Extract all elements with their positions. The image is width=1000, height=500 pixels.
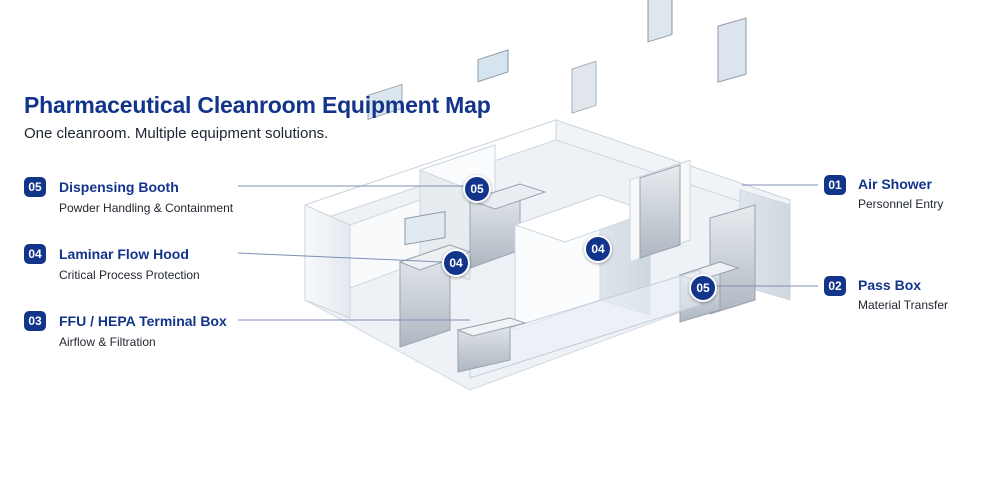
- air-shower-right-door: [717, 17, 747, 83]
- callout-number-badge: 02: [824, 276, 846, 296]
- callout-sublabel: Powder Handling & Containment: [59, 201, 234, 215]
- callout-label: Laminar Flow Hood: [59, 246, 189, 262]
- callout-ffu-hepa[interactable]: 03 FFU / HEPA Terminal Box Airflow & Fil…: [24, 310, 244, 352]
- marker-dispensing-booth[interactable]: 05: [463, 175, 491, 203]
- callout-dispensing-booth[interactable]: 05 Dispensing Booth Powder Handling & Co…: [24, 176, 244, 218]
- left-wall: [304, 204, 351, 319]
- marker-laminar-hood-left[interactable]: 04: [442, 249, 470, 277]
- callout-label: FFU / HEPA Terminal Box: [59, 313, 227, 329]
- callout-label: Pass Box: [858, 277, 922, 293]
- callout-sublabel: Critical Process Protection: [59, 268, 200, 282]
- callout-sublabel: Material Transfer: [858, 298, 949, 312]
- air-shower-body: [639, 164, 681, 259]
- callout-label: Dispensing Booth: [59, 179, 179, 195]
- callout-laminar-flow-hood[interactable]: 04 Laminar Flow Hood Critical Process Pr…: [24, 243, 244, 285]
- callout-sublabel: Airflow & Filtration: [59, 335, 156, 349]
- ffu-cart-top: [456, 317, 527, 337]
- callout-pass-box[interactable]: 02 Pass Box Material Transfer: [824, 275, 974, 317]
- page-subtitle: One cleanroom. Multiple equipment soluti…: [24, 125, 329, 142]
- laminar-hood-left-work: [404, 210, 446, 246]
- callout-number-badge: 05: [24, 177, 46, 197]
- callout-number-badge: 04: [24, 244, 46, 264]
- callout-sublabel: Personnel Entry: [858, 197, 944, 211]
- callout-label: Air Shower: [858, 176, 932, 192]
- page-title: Pharmaceutical Cleanroom Equipment Map: [24, 92, 491, 118]
- marker-pass-box[interactable]: 05: [689, 274, 717, 302]
- marker-laminar-hood-center[interactable]: 04: [584, 235, 612, 263]
- center-door: [571, 60, 597, 114]
- leader-laminar: [237, 252, 443, 263]
- callout-air-shower[interactable]: 01 Air Shower Personnel Entry: [824, 174, 974, 216]
- dispensing-booth-top: [468, 183, 547, 210]
- callout-number-badge: 01: [824, 175, 846, 195]
- air-shower-door: [647, 0, 673, 43]
- left-room-window: [367, 83, 403, 121]
- dispensing-window: [477, 49, 509, 83]
- callout-number-badge: 03: [24, 311, 46, 331]
